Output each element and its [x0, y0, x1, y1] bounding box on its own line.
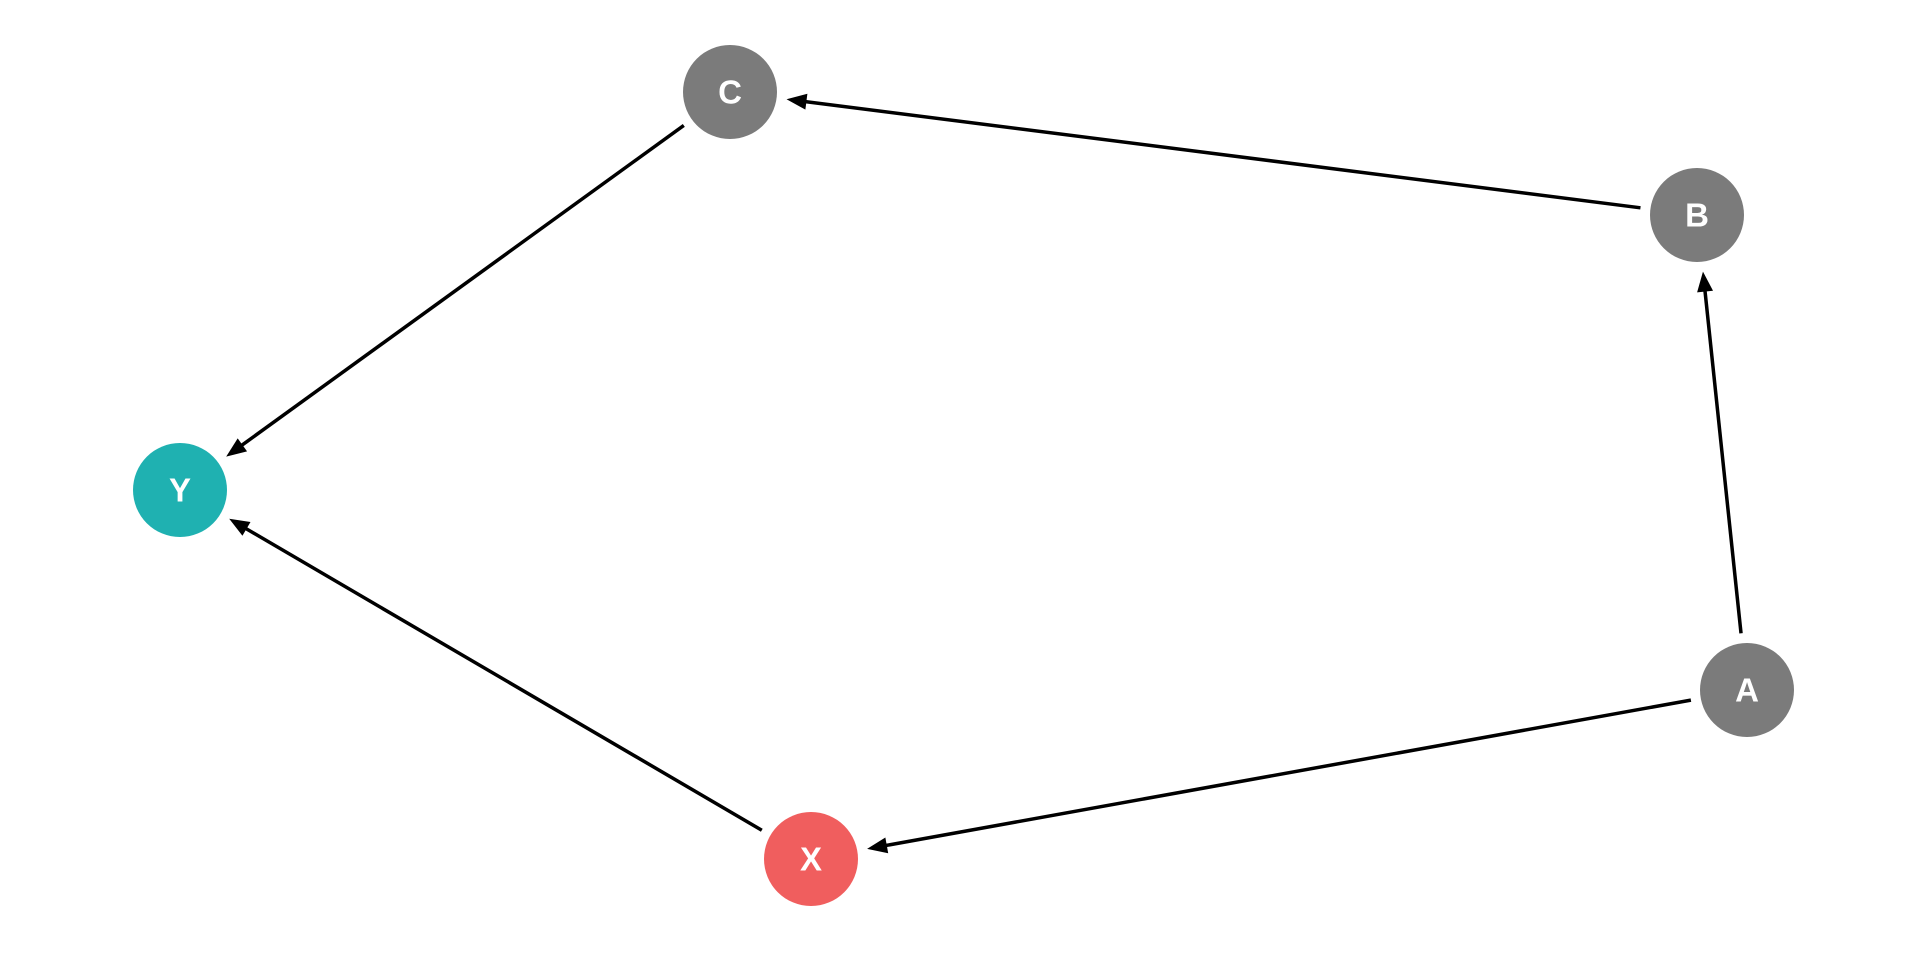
- node-circle-C: [683, 45, 777, 139]
- arrowhead-C-Y: [226, 438, 248, 457]
- node-label-Y: Y: [169, 472, 191, 509]
- node-circle-X: [764, 812, 858, 906]
- edge-C-Y: [238, 123, 685, 449]
- node-label-A: A: [1735, 672, 1759, 709]
- arrowhead-X-Y: [229, 518, 251, 536]
- node-circle-A: [1700, 643, 1794, 737]
- node-A[interactable]: A: [1700, 643, 1794, 737]
- node-circle-B: [1650, 168, 1744, 262]
- edge-X-Y: [242, 525, 763, 832]
- node-circle-Y: [133, 443, 227, 537]
- node-C[interactable]: C: [683, 45, 777, 139]
- arrowhead-B-C: [786, 93, 808, 110]
- node-B[interactable]: B: [1650, 168, 1744, 262]
- edge-A-B: [1702, 287, 1743, 634]
- node-Y[interactable]: Y: [133, 443, 227, 537]
- node-label-B: B: [1685, 197, 1709, 234]
- arrowhead-A-X: [867, 837, 889, 854]
- node-label-C: C: [718, 74, 742, 111]
- node-label-X: X: [800, 841, 822, 878]
- edge-A-X: [882, 698, 1692, 848]
- edge-B-C: [802, 99, 1641, 210]
- node-X[interactable]: X: [764, 812, 858, 906]
- arrowhead-A-B: [1697, 271, 1714, 293]
